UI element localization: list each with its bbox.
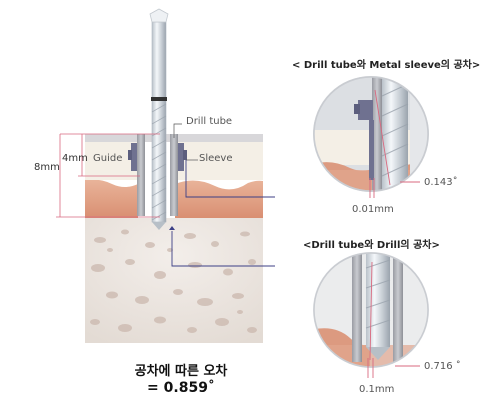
label-leaders <box>173 123 198 161</box>
metal-sleeve-left <box>131 143 137 171</box>
drill-tube-right-wall <box>170 134 178 216</box>
sleeve-label: Sleeve <box>199 153 233 164</box>
depth-total-label: 8mm <box>34 162 60 173</box>
summary-caption: 공차에 따른 오차 <box>134 364 228 379</box>
depth-guide-label: 4mm <box>62 153 88 164</box>
drill-tip <box>152 222 166 230</box>
summary-value: = 0.859˚ <box>147 380 215 396</box>
detail-top-angle-value: 0.143˚ <box>424 177 458 188</box>
pointer-arrow-up <box>169 226 175 230</box>
drill-head <box>149 8 169 23</box>
detail-top-title: < Drill tube와 Metal sleeve의 공차> <box>292 60 481 71</box>
drill-tube-left-wall <box>137 134 145 216</box>
bone-pores <box>90 229 257 333</box>
dimension-lines <box>56 133 160 218</box>
guide-label: Guide <box>93 153 123 164</box>
detail-top-gap-value: 0.01mm <box>352 204 394 215</box>
detail-bottom-title: <Drill tube와 Drill의 공차> <box>303 240 440 251</box>
detail-circle-drill <box>313 252 429 378</box>
drill-flutes <box>151 103 167 221</box>
sleeve-collar-right <box>183 150 187 160</box>
sleeve-collar-left <box>128 150 132 160</box>
detail-bottom-gap-value: 0.1mm <box>359 384 395 395</box>
drill-stop-ring <box>151 97 167 101</box>
detail-pointers <box>171 160 275 267</box>
detail-bottom-angle-value: 0.716 ˚ <box>424 361 461 372</box>
detail-circle-sleeve <box>313 76 429 198</box>
gum-layer <box>85 179 263 218</box>
bone-block <box>85 218 263 343</box>
metal-sleeve-right <box>178 143 184 171</box>
drill-tube-label: Drill tube <box>186 116 233 127</box>
main-cross-section <box>56 8 275 343</box>
